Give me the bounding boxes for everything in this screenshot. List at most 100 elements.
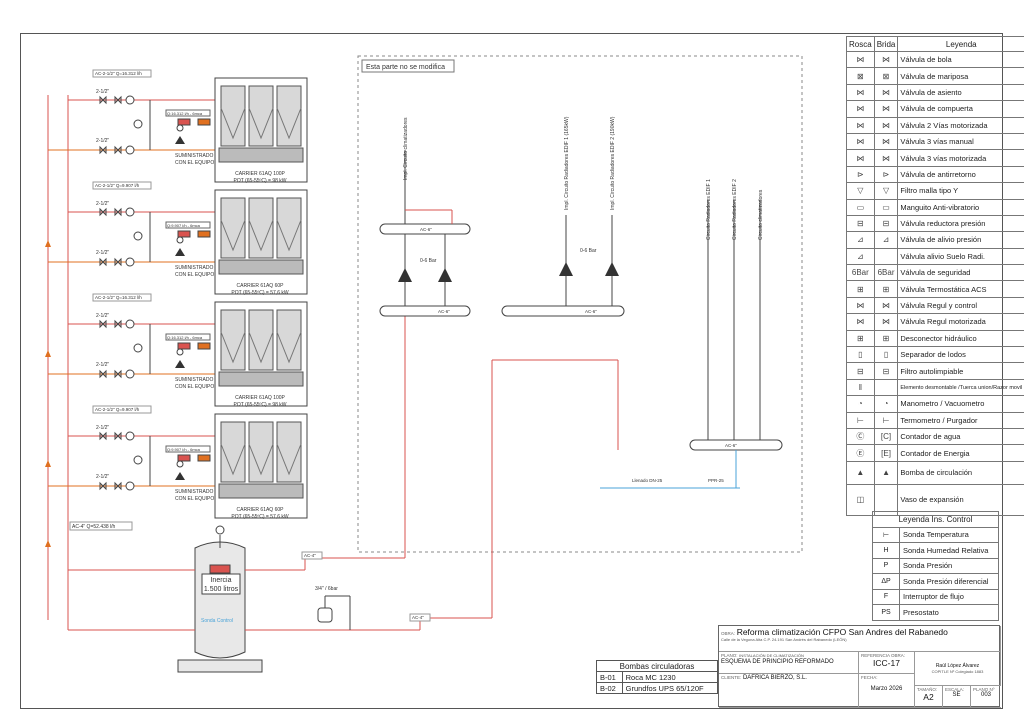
pump-code: B-01 — [596, 671, 623, 683]
legend-item-label: Filtro malla tipo Y — [897, 182, 1024, 200]
legend-row: Ⓒ[C]Contador de agua — [846, 427, 1024, 446]
legend-symbol-icon: ▯ — [873, 346, 899, 364]
legend-symbol-icon: ⊟ — [873, 214, 899, 233]
thermometer-icon — [125, 319, 135, 329]
cliente-label: CLIENTE: — [721, 675, 742, 680]
unmodified-note-box — [361, 59, 455, 73]
inertia-tank: Inercia 1.500 litros Sonda Control — [68, 210, 619, 673]
legend-symbol-icon: ⊞ — [846, 329, 875, 348]
unit-pipe-label: AC-2-1/2" Q=9.907 l/h — [95, 407, 140, 412]
ball-valve-icon — [99, 431, 107, 441]
legend-row: ⊳⊳Válvula de antirretorno — [846, 165, 1024, 184]
escala-label: ESCALA: — [945, 687, 965, 692]
legend-item-label: Válvula 2 Vías motorizada — [897, 116, 1024, 134]
gauge-icon — [133, 343, 143, 353]
ac4-tag-2 — [409, 613, 431, 622]
gauge-icon — [133, 119, 143, 129]
gauge-icon — [133, 231, 143, 241]
unit-flow-label: Q:9.907 l/h - 6mca — [167, 223, 201, 228]
legend-row: ⋈⋈Válvula de asiento — [846, 83, 1024, 102]
supplied-label-2: CON EL EQUIPO — [175, 384, 214, 390]
control-item-label: Sonda Presión diferencial — [899, 573, 999, 590]
legend-col-brida: Brida — [873, 36, 899, 52]
legend-symbol-icon: ⊞ — [873, 329, 899, 348]
legend-row: ◫Vaso de expansión — [846, 483, 1024, 516]
fill-label: Llenado DN-25 — [632, 478, 663, 483]
ball-valve-icon — [114, 319, 122, 329]
control-legend-title: Leyenda Ins. Control — [872, 511, 999, 528]
unit-flow-label: Q:16.312 l/h - 6mca — [167, 111, 203, 116]
thermometer-icon — [125, 207, 135, 217]
control-item-label: Sonda Presión — [899, 557, 999, 574]
legend-item-label: Válvula de compuerta — [897, 100, 1024, 118]
title-block: OBRA: Reforma climatización CFPO San And… — [718, 625, 1001, 708]
circuit-label-5: Circuito Radiadores EDIF 2 — [732, 179, 738, 240]
branch-size-upper: 2-1/2" — [96, 425, 109, 431]
tank-label-2: 1.500 litros — [204, 586, 239, 593]
obra-label: OBRA: — [721, 631, 736, 636]
legend-row: ▭▭Manguito Anti-vibratorio — [846, 198, 1024, 216]
thermometer-icon — [125, 145, 135, 155]
legend-item-label: Válvula de alivio presión — [897, 231, 1024, 249]
legend-symbol-icon: ⊟ — [846, 362, 875, 380]
unmodified-note: Esta parte no se modifica — [366, 64, 445, 71]
tank-sensor-label: Sonda Control — [201, 618, 233, 624]
expansion-vessel: 3/4" / 6bar — [315, 586, 351, 630]
chiller-model: CARRIER 61AQ 100P — [235, 395, 285, 401]
unit-flow-label: Q:9.907 l/h - 6mca — [167, 447, 201, 452]
legend-row: ⋈⋈Válvula 3 vías motorizada — [846, 149, 1024, 167]
ball-valve-icon — [114, 145, 122, 155]
fecha-value: Marzo 2026 — [870, 686, 903, 692]
ac4-tag — [301, 551, 323, 560]
control-item-label: Presostato — [899, 604, 999, 621]
legend-row: ⊞⊞Válvula Termostática ACS — [846, 280, 1024, 298]
author-name: Raúl López Álvarez — [935, 663, 980, 669]
circuit-label-3: Impl. Circuito Radiadores EDIF 2 (190kW) — [610, 116, 616, 210]
legend-row: ⊟⊟Válvula reductora presión — [846, 214, 1024, 233]
thermometer-icon — [125, 431, 135, 441]
branch-size-upper: 2-1/2" — [96, 313, 109, 319]
plano-n-label: PLANO Nº — [973, 687, 995, 692]
ball-valve-icon — [99, 145, 107, 155]
legend-item-label: Filtro autolimpiable — [897, 362, 1024, 380]
legend-symbol-icon: ⋈ — [873, 83, 899, 102]
legend-symbol-icon: ⊠ — [873, 67, 899, 85]
legend-symbol-icon: ⋈ — [873, 149, 899, 167]
thermometer-icon — [125, 481, 135, 491]
legend-symbol-icon: Ⓔ — [846, 444, 875, 462]
legend-row: ⊞⊞Desconector hidráulico — [846, 329, 1024, 348]
unmodified-region — [357, 55, 803, 553]
circuit-label-1: Impl. Circuito climatizadores — [403, 117, 409, 180]
legend-symbol-icon: ▽ — [846, 182, 875, 200]
legend-row: ▲▲Bomba de circulación — [846, 460, 1024, 485]
legend-symbol-icon: ⋈ — [846, 116, 875, 134]
legend-symbol-icon: ⊠ — [846, 67, 875, 85]
unit-pipe-label: AC-2-1/2" Q=16.312 l/h — [95, 295, 142, 300]
supplied-label-1: SUMINISTRADO — [175, 153, 213, 159]
legend-symbol-icon: ⋈ — [846, 313, 875, 331]
legend-symbol-icon: ⊞ — [846, 280, 875, 298]
chiller-model: CARRIER 61AQ 60P — [237, 507, 285, 513]
legend-item-label: Válvula de mariposa — [897, 67, 1024, 85]
legend-row: ◔◔Manometro / Vacuometro — [846, 395, 1024, 413]
legend-symbol-icon: ▲ — [846, 460, 875, 485]
legend-item-label: Contador de agua — [897, 427, 1024, 446]
legend-symbol-icon: ▽ — [873, 182, 899, 200]
legend-symbol-icon: [E] — [873, 444, 899, 462]
legend-row: ⋈⋈Válvula Regul y control — [846, 296, 1024, 315]
legend-symbol-icon: ⋈ — [846, 296, 875, 315]
branch-size-upper: 2-1/2" — [96, 89, 109, 95]
pump-icon — [175, 136, 185, 144]
main-pipe-tag — [69, 521, 133, 531]
legend-item-label: Contador de Energia — [897, 444, 1024, 462]
ppr-label: PPR-25 — [708, 478, 724, 483]
ac6-label-2: AC-6" — [438, 309, 450, 314]
legend-symbol-icon: ◫ — [846, 483, 875, 516]
legend-symbol-icon: ⋈ — [846, 83, 875, 102]
chiller-power: POT (65-55ºC) = 57,6 kW — [231, 514, 288, 520]
